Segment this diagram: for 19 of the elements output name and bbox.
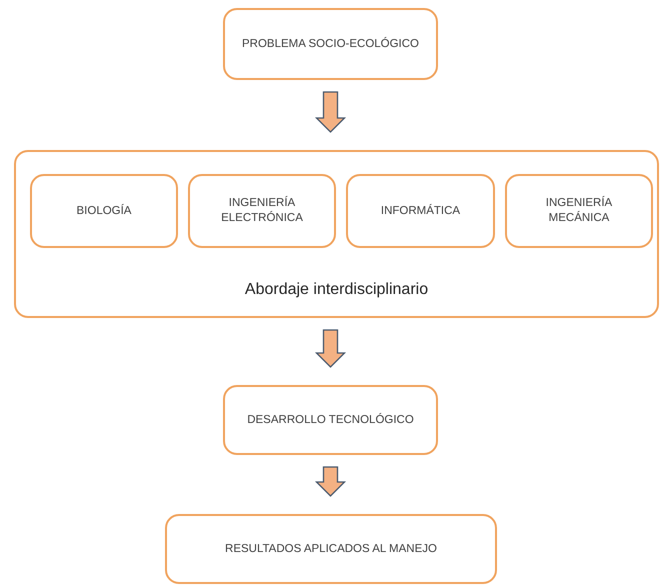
group-box bbox=[14, 150, 659, 318]
box-label: BIOLOGÍA bbox=[76, 204, 132, 218]
box-label: RESULTADOS APLICADOS AL MANEJO bbox=[225, 542, 437, 556]
group-title: Abordaje interdisciplinario bbox=[244, 280, 428, 300]
box-label: INGENIERÍA ELECTRÓNICA bbox=[220, 196, 304, 226]
process-box bbox=[223, 8, 438, 80]
block-arrow bbox=[314, 91, 346, 133]
box-label: DESARROLLO TECNOLÓGICO bbox=[247, 412, 414, 428]
process-box bbox=[30, 174, 178, 248]
process-box bbox=[165, 514, 497, 584]
block-arrow bbox=[314, 466, 346, 497]
process-box bbox=[223, 385, 438, 455]
block-arrow bbox=[314, 329, 346, 368]
box-label: INFORMÁTICA bbox=[380, 204, 460, 218]
box-label: PROBLEMA SOCIO-ECOLÓGICO bbox=[242, 36, 419, 52]
process-box bbox=[188, 174, 336, 248]
process-box bbox=[346, 174, 495, 248]
process-box bbox=[505, 174, 653, 248]
box-label: INGENIERÍA MECÁNICA bbox=[544, 196, 614, 226]
